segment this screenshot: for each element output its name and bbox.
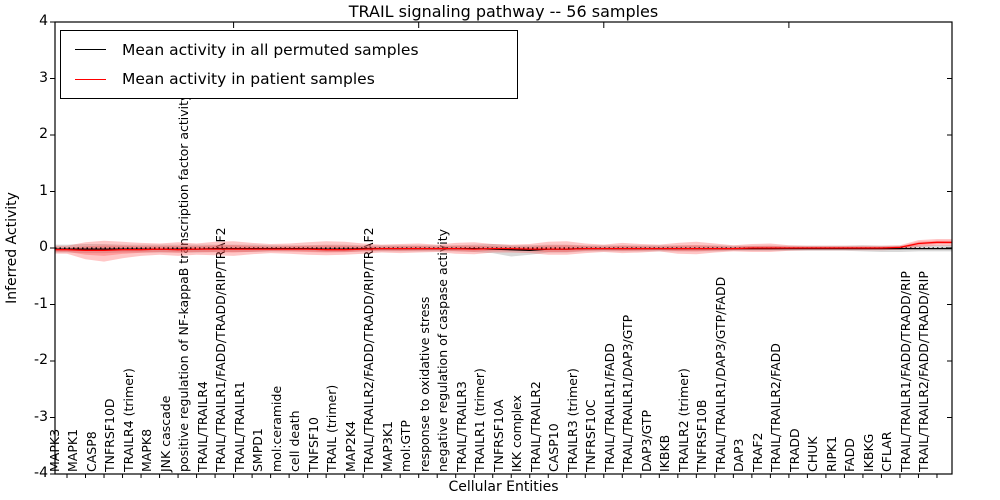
x-category-label: CHUK bbox=[805, 436, 821, 472]
y-tick-label: -2 bbox=[34, 352, 48, 368]
x-category-label: TRAILR1 (trimer) bbox=[472, 368, 488, 472]
x-category-label: TRAIL/TRAILR2 bbox=[527, 381, 543, 472]
x-category-label: TNFRSF10A bbox=[490, 399, 506, 472]
x-category-label: TNFSF10 bbox=[305, 417, 321, 472]
x-category-label: TNFRSF10B bbox=[694, 399, 710, 472]
legend-label: Mean activity in all permuted samples bbox=[122, 40, 419, 59]
y-tick-label: -3 bbox=[34, 408, 48, 425]
x-category-label: TRAILR2 (trimer) bbox=[675, 368, 691, 472]
x-category-label: cell death bbox=[287, 410, 303, 472]
x-category-label: SMPD1 bbox=[250, 428, 266, 472]
x-axis-label: Cellular Entities bbox=[448, 479, 559, 495]
x-category-label: TRAILR3 (trimer) bbox=[564, 368, 580, 472]
x-category-label: negative regulation of caspase activity bbox=[435, 228, 451, 472]
y-tick-label: 3 bbox=[39, 69, 48, 86]
legend-label: Mean activity in patient samples bbox=[122, 70, 375, 89]
legend-item-permuted: Mean activity in all permuted samples bbox=[61, 37, 517, 63]
x-category-label: MAP2K4 bbox=[342, 421, 358, 472]
x-category-label: TRADD bbox=[786, 428, 802, 472]
x-category-label: mol:GTP bbox=[398, 420, 414, 472]
legend-item-patient: Mean activity in patient samples bbox=[61, 66, 517, 92]
x-category-label: JNK cascade bbox=[157, 395, 173, 472]
x-category-label: TRAIL (trimer) bbox=[324, 384, 340, 472]
y-tick-label: -4 bbox=[34, 465, 48, 481]
x-category-label: DAP3/GTP bbox=[638, 409, 654, 472]
x-category-label: CASP10 bbox=[546, 423, 562, 472]
x-category-label: CFLAR bbox=[879, 431, 895, 472]
x-category-label: MAP3K1 bbox=[379, 421, 395, 472]
x-category-label: TRAIL/TRAILR2/FADD bbox=[768, 343, 784, 472]
x-category-label: TRAIL/TRAILR2/FADD/TRADD/RIP/TRAF2 bbox=[361, 227, 377, 472]
y-tick-label: 1 bbox=[39, 182, 48, 199]
x-category-label: TRAIL/TRAILR1/FADD/TRADD/RIP bbox=[897, 271, 913, 472]
x-category-label: CASP8 bbox=[83, 431, 99, 472]
x-category-label: FADD bbox=[842, 438, 858, 472]
x-category-label: mol:ceramide bbox=[268, 385, 284, 472]
legend-line-black bbox=[75, 49, 106, 51]
x-category-label: TRAIL/TRAILR1 bbox=[231, 381, 247, 472]
x-category-label: positive regulation of NF-kappaB transcr… bbox=[176, 93, 192, 472]
x-category-label: IKBKB bbox=[657, 434, 673, 472]
x-category-label: RIPK1 bbox=[823, 435, 839, 472]
x-category-label: MAPK1 bbox=[65, 428, 80, 472]
x-category-label: MAPK8 bbox=[139, 428, 155, 472]
x-category-label: response to oxidative stress bbox=[416, 296, 432, 472]
x-category-label: TRAF2 bbox=[749, 432, 765, 472]
y-tick-label: 2 bbox=[39, 126, 48, 142]
x-category-label: TRAIL/TRAILR4 bbox=[194, 381, 210, 472]
x-category-label: TRAIL/TRAILR1/FADD bbox=[601, 343, 617, 472]
x-category-label: TRAIL/TRAILR2/FADD/TRADD/RIP bbox=[916, 271, 932, 472]
legend: Mean activity in all permuted samples Me… bbox=[60, 30, 518, 99]
x-category-label: TNFRSF10C bbox=[583, 399, 599, 472]
legend-line-red bbox=[75, 78, 106, 80]
y-tick-label: 4 bbox=[39, 13, 48, 29]
x-category-label: MAPK3 bbox=[46, 428, 62, 472]
x-category-label: TRAIL/TRAILR1/FADD/TRADD/RIP/TRAF2 bbox=[213, 227, 229, 472]
x-category-label: DAP3 bbox=[731, 438, 747, 472]
x-category-label: TRAIL/TRAILR1/DAP3/GTP bbox=[620, 314, 636, 472]
y-tick-label: 0 bbox=[39, 239, 48, 255]
x-category-label: TRAIL/TRAILR1/DAP3/GTP/FADD bbox=[712, 276, 728, 472]
x-category-label: TRAIL/TRAILR3 bbox=[453, 381, 469, 472]
x-category-label: TNFRSF10D bbox=[102, 398, 118, 472]
y-tick-label: -1 bbox=[34, 295, 48, 312]
x-category-label: TRAILR4 (trimer) bbox=[120, 368, 136, 472]
chart-title: TRAIL signaling pathway -- 56 samples bbox=[348, 2, 659, 21]
x-category-label: IKK complex bbox=[509, 394, 525, 472]
x-category-label: IKBKG bbox=[860, 433, 876, 472]
